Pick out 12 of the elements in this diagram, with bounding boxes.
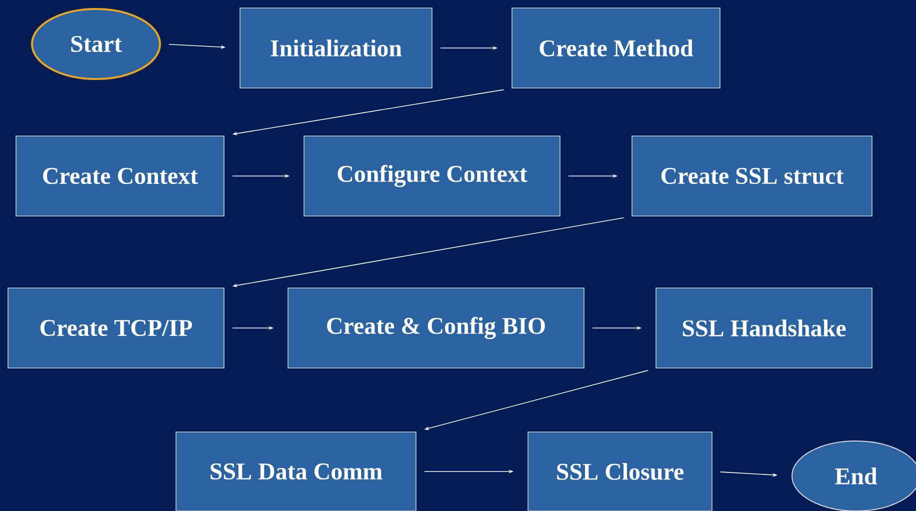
process-box: SSL Handshake [656,288,872,368]
process-box: Initialization [240,8,432,88]
process-box: Create & Config BIO [288,288,584,368]
process-box: Configure Context [304,136,560,216]
oval-node: End [792,440,916,511]
process-box: Create Method [512,8,720,88]
process-box: Create TCP/IP [8,288,224,368]
process-box: SSL Data Comm [176,432,416,511]
process-box: Create SSL struct [632,136,872,216]
oval-node: Start [31,8,161,80]
process-box: Create Context [16,136,224,216]
process-box: SSL Closure [528,432,712,511]
